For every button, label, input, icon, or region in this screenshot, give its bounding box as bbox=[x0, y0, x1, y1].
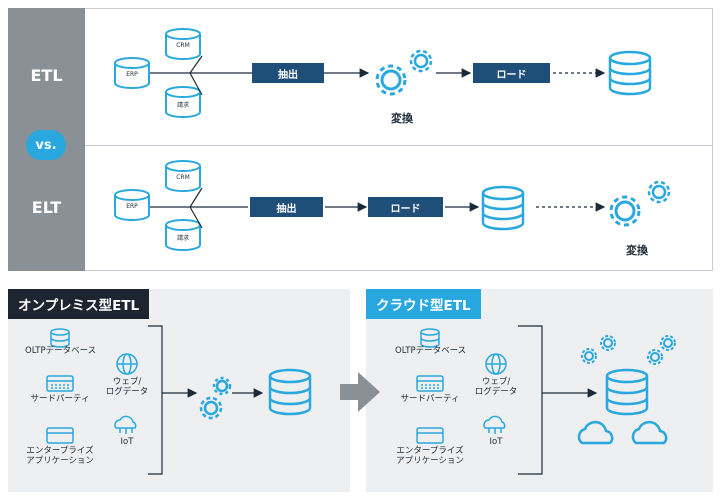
elt-extract-box: 抽出 bbox=[250, 197, 323, 217]
etl-transform-gear-large-icon bbox=[375, 64, 407, 96]
onprem-oltp-db-icon bbox=[50, 328, 70, 348]
elt-transform-gear-large-icon bbox=[609, 195, 641, 227]
etl-load-box: ロード bbox=[473, 63, 550, 83]
etl-crm-label: CRM bbox=[176, 42, 190, 49]
etl-extract-box: 抽出 bbox=[252, 63, 324, 83]
onprem-web-globe-icon bbox=[116, 353, 138, 375]
onprem-gear-small-icon bbox=[212, 376, 232, 396]
cloud-enterprise-label-line2: アプリケーション bbox=[396, 456, 464, 466]
transition-arrow-icon bbox=[340, 372, 380, 412]
cloud-left-cloud-icon bbox=[577, 420, 614, 445]
elt-row-label: ELT bbox=[31, 198, 62, 217]
etl-row-label: ETL bbox=[30, 66, 63, 85]
cloud-enterprise-app-icon bbox=[416, 427, 444, 444]
elt-transform-gear-small-icon bbox=[647, 180, 671, 204]
bottom-diagram-graphics bbox=[46, 325, 676, 475]
onprem-third-party-icon bbox=[46, 375, 74, 392]
row-divider bbox=[85, 145, 713, 146]
etl-transform-label: 変換 bbox=[391, 112, 413, 125]
cloud-oltp-db-icon bbox=[420, 328, 440, 348]
elt-load-box: ロード bbox=[368, 197, 443, 217]
cloud-warehouse-database-icon bbox=[605, 368, 649, 416]
cloud-oltp-label: OLTPデータベース bbox=[395, 346, 467, 356]
elt-crm-cylinder-icon bbox=[165, 160, 201, 192]
etl-crm-cylinder-icon bbox=[165, 28, 201, 60]
onprem-gear-large-icon bbox=[199, 396, 223, 420]
onprem-web-label-line2: ログデータ bbox=[105, 387, 149, 397]
onprem-enterprise-label-line1: エンタープライズ bbox=[26, 446, 94, 456]
onprem-warehouse-database-icon bbox=[268, 368, 312, 416]
cloud-right-cloud-icon bbox=[631, 420, 668, 445]
elt-billing-label: 請求 bbox=[176, 235, 189, 242]
elt-erp-cylinder-icon bbox=[114, 189, 150, 221]
cloud-gear-1-icon bbox=[581, 348, 597, 364]
cloud-web-globe-icon bbox=[485, 353, 507, 375]
etl-transform-gear-small-icon bbox=[409, 49, 433, 73]
cloud-bracket bbox=[518, 325, 543, 475]
etl-elt-comparison-panel bbox=[8, 8, 713, 271]
cloud-web-label-line2: ログデータ bbox=[474, 387, 518, 397]
cloud-gear-4-icon bbox=[660, 335, 676, 351]
vs-badge: vs. bbox=[26, 130, 66, 160]
etl-billing-label: 請求 bbox=[176, 102, 189, 109]
onprem-enterprise-label-line2: アプリケーション bbox=[26, 456, 94, 466]
onprem-enterprise-app-icon bbox=[46, 427, 74, 444]
etl-erp-cylinder-icon bbox=[114, 57, 150, 89]
etl-target-database-icon bbox=[608, 50, 652, 96]
cloud-title: クラウド型ETL bbox=[366, 289, 481, 319]
cloud-third-party-label: サードパーティ bbox=[400, 394, 460, 404]
cloud-web-label-line1: ウェブ/ bbox=[481, 377, 511, 387]
cloud-gear-2-icon bbox=[600, 335, 616, 351]
onprem-web-label-line1: ウェブ/ bbox=[112, 377, 142, 387]
onprem-title: オンプレミス型ETL bbox=[8, 289, 150, 319]
elt-transform-label: 変換 bbox=[626, 244, 648, 257]
elt-target-database-icon bbox=[481, 185, 525, 231]
cloud-enterprise-label-line1: エンタープライズ bbox=[396, 446, 464, 456]
onprem-oltp-label: OLTPデータベース bbox=[25, 346, 97, 356]
cloud-gear-3-icon bbox=[647, 349, 663, 365]
cloud-third-party-icon bbox=[416, 375, 444, 392]
cloud-iot-label: IoT bbox=[489, 437, 503, 447]
elt-crm-label: CRM bbox=[176, 174, 190, 181]
onprem-iot-label: IoT bbox=[120, 437, 134, 447]
top-diagram-graphics bbox=[114, 28, 671, 251]
onprem-third-party-label: サードパーティ bbox=[30, 394, 90, 404]
onprem-bracket bbox=[148, 325, 163, 475]
elt-erp-label: ERP bbox=[126, 203, 138, 210]
etl-erp-label: ERP bbox=[126, 71, 138, 78]
cloud-iot-cloud-icon bbox=[483, 415, 506, 434]
onprem-iot-cloud-icon bbox=[114, 415, 137, 434]
